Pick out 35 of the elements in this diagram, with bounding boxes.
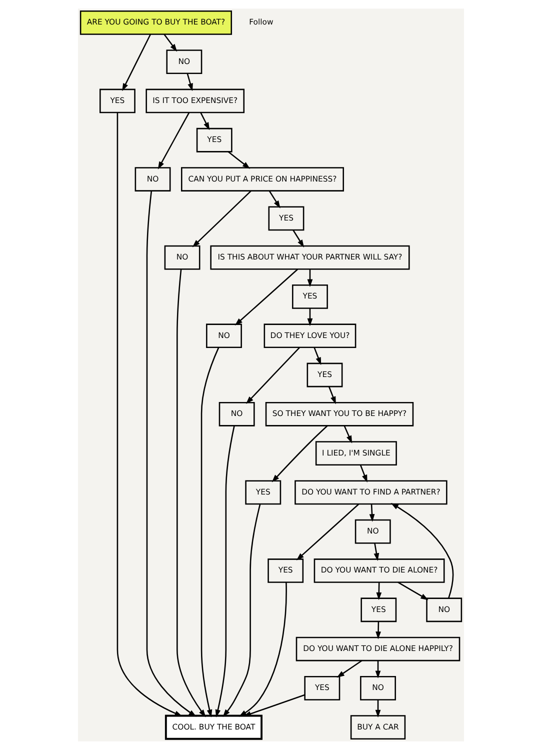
arrow xyxy=(122,34,151,92)
arrow xyxy=(234,268,298,326)
arrow xyxy=(368,504,374,522)
arrow xyxy=(176,269,206,718)
arrow xyxy=(313,347,321,366)
arrow xyxy=(163,34,177,52)
arrow xyxy=(375,621,380,640)
arrow xyxy=(186,73,192,92)
arrow xyxy=(374,660,380,678)
arrow xyxy=(296,504,359,560)
arrow xyxy=(214,426,234,718)
arrow xyxy=(374,700,380,718)
arrow xyxy=(146,190,196,717)
arrow xyxy=(157,112,190,170)
arrow xyxy=(390,503,454,598)
arrow xyxy=(336,660,362,678)
arrow xyxy=(376,582,382,600)
arrow xyxy=(292,230,304,248)
arrow xyxy=(306,269,312,287)
arrow xyxy=(343,425,352,444)
arrow xyxy=(328,386,336,404)
arrow xyxy=(192,190,251,248)
arrow xyxy=(359,464,367,483)
arrow xyxy=(373,543,379,561)
arrow xyxy=(227,151,250,169)
arrow xyxy=(306,308,312,326)
arrow xyxy=(271,425,328,482)
arrow xyxy=(268,190,280,208)
arrow xyxy=(200,112,210,130)
arrow xyxy=(245,347,300,404)
arrow xyxy=(238,582,286,717)
arrow xyxy=(116,112,182,716)
arrow xyxy=(200,347,219,718)
arrow xyxy=(222,504,260,718)
arrow xyxy=(397,582,428,600)
